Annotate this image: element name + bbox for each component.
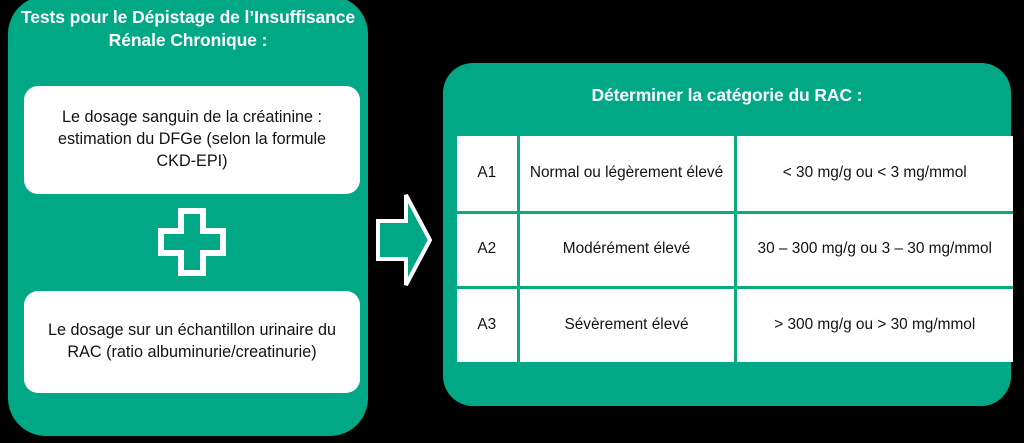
table-row: A1 Normal ou légèrement élevé < 30 mg/g … <box>457 136 1013 214</box>
screening-tests-panel: Tests pour le Dépistage de l’Insuffisanc… <box>8 0 368 436</box>
test-card-creatinine-text: Le dosage sanguin de la créatinine : est… <box>57 108 327 170</box>
rac-code-cell: A1 <box>457 136 520 214</box>
rac-range-cell: > 300 mg/g ou > 30 mg/mmol <box>735 287 1013 362</box>
table-row: A3 Sévèrement élevé > 300 mg/g ou > 30 m… <box>457 287 1013 362</box>
medical-cross-icon <box>158 208 226 276</box>
rac-description-cell: Normal ou légèrement élevé <box>518 136 737 214</box>
table-row: A2 Modérément élevé 30 – 300 mg/g ou 3 –… <box>457 212 1013 289</box>
rac-description-cell: Sévèrement élevé <box>518 287 737 362</box>
screening-tests-title: Tests pour le Dépistage de l’Insuffisanc… <box>21 7 355 51</box>
rac-range-cell: 30 – 300 mg/g ou 3 – 30 mg/mmol <box>735 212 1013 289</box>
rac-code-cell: A2 <box>457 212 520 289</box>
test-card-rac-text: Le dosage sur un échantillon urinaire du… <box>48 321 336 361</box>
rac-range-cell: < 30 mg/g ou < 3 mg/mmol <box>735 136 1013 214</box>
rac-category-table: A1 Normal ou légèrement élevé < 30 mg/g … <box>457 136 1013 362</box>
rac-code-cell: A3 <box>457 287 520 362</box>
rac-category-title: Déterminer la catégorie du RAC : <box>591 85 863 105</box>
test-card-rac: Le dosage sur un échantillon urinaire du… <box>24 291 360 393</box>
rac-description-cell: Modérément élevé <box>518 212 737 289</box>
arrow-right-icon <box>374 191 434 289</box>
test-card-creatinine: Le dosage sanguin de la créatinine : est… <box>24 86 360 194</box>
